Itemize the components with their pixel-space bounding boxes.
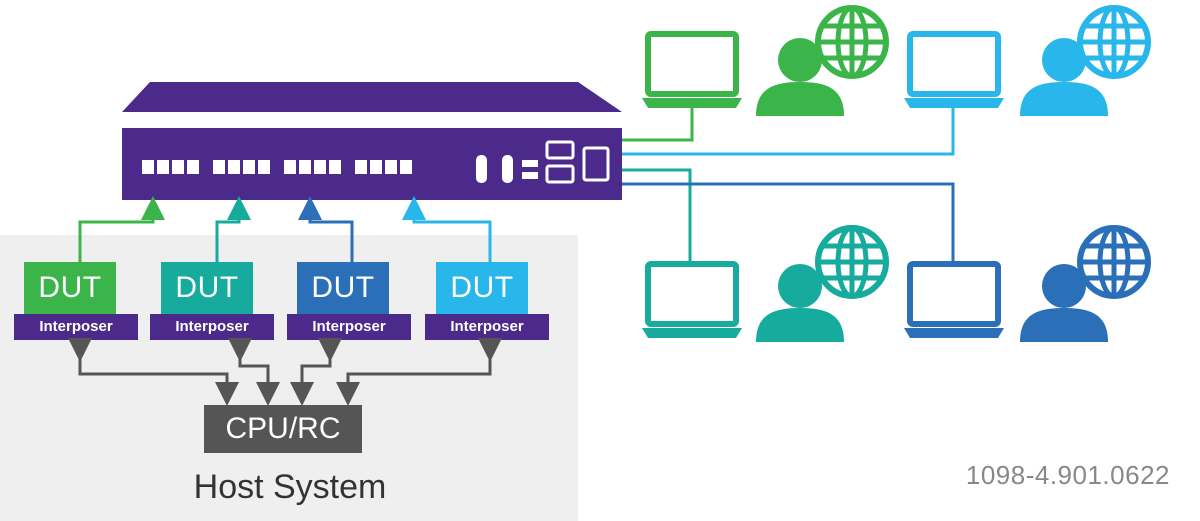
uplink-dut-3 <box>298 196 354 262</box>
laptop-icon <box>642 34 742 108</box>
host-system-label: Host System <box>193 468 387 506</box>
interposer-label: Interposer <box>450 318 524 335</box>
switch-top <box>122 82 622 112</box>
globe-icon <box>1080 8 1148 76</box>
link-client-3 <box>622 168 692 262</box>
network-switch <box>122 82 622 200</box>
globe-icon <box>818 8 886 76</box>
link-client-2 <box>622 108 955 156</box>
dut-box-2 <box>161 262 253 314</box>
interposer-bar-3 <box>287 314 411 340</box>
link-client-4 <box>622 182 955 262</box>
client-links <box>622 108 955 262</box>
cpu-links <box>68 338 502 406</box>
dut-uplinks <box>78 196 492 262</box>
client-4 <box>904 228 1148 342</box>
user-icon <box>756 38 844 116</box>
dut-box-3 <box>297 262 389 314</box>
laptop-icon <box>904 264 1004 338</box>
dut-box-1 <box>24 262 116 314</box>
dut-label: DUT <box>175 271 239 304</box>
globe-icon <box>818 228 886 296</box>
cpu-box <box>204 405 362 453</box>
uplink-dut-4 <box>402 196 492 262</box>
cpu-label: CPU/RC <box>225 412 341 445</box>
interposer-bar-4 <box>425 314 549 340</box>
link-client-1 <box>622 108 694 142</box>
dut-label: DUT <box>311 271 375 304</box>
laptop-icon <box>642 264 742 338</box>
interposer-label: Interposer <box>312 318 386 335</box>
dut-row <box>14 262 549 340</box>
dut-label: DUT <box>38 271 102 304</box>
uplink-dut-2 <box>215 196 251 262</box>
client-2 <box>904 8 1148 116</box>
interposer-label: Interposer <box>39 318 113 335</box>
figure-code: 1098-4.901.0622 <box>965 460 1170 490</box>
client-3 <box>642 228 886 342</box>
interposer-bar-1 <box>14 314 138 340</box>
laptop-icon <box>904 34 1004 108</box>
switch-ports <box>142 160 412 174</box>
uplink-dut-1 <box>78 196 165 262</box>
globe-icon <box>1080 228 1148 296</box>
dut-label: DUT <box>450 271 514 304</box>
switch-indicators <box>476 140 610 184</box>
interposer-bar-2 <box>150 314 274 340</box>
interposer-label: Interposer <box>175 318 249 335</box>
user-icon <box>1020 38 1108 116</box>
client-1 <box>642 8 886 116</box>
dut-box-4 <box>436 262 528 314</box>
